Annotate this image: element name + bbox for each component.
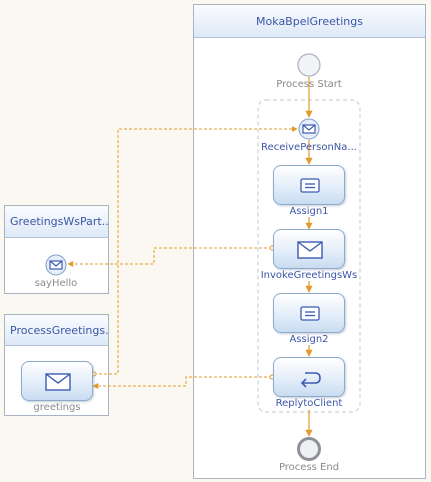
activity-label: InvokeGreetingsWs xyxy=(260,270,358,281)
activity-label: ReplytoClient xyxy=(275,398,343,409)
assign-icon xyxy=(300,306,320,321)
process-end-label: Process End xyxy=(278,462,340,473)
assign-icon xyxy=(300,178,320,193)
activity-label: ReceivePersonNa... xyxy=(261,142,357,153)
envelope-icon xyxy=(45,373,71,391)
envelope-icon xyxy=(297,241,323,259)
receive-person-name[interactable] xyxy=(298,118,320,140)
operation-greetings[interactable] xyxy=(21,361,93,401)
operation-label: sayHello xyxy=(34,278,78,289)
activity-label: Assign2 xyxy=(289,334,329,345)
operation-label: greetings xyxy=(33,402,81,413)
activity-assign2[interactable] xyxy=(273,293,345,333)
partner-link-title: GreetingsWsPart... xyxy=(5,206,108,238)
envelope-icon xyxy=(45,254,67,276)
activity-reply-to-client[interactable] xyxy=(273,357,345,397)
partner-link-title: ProcessGreetings... xyxy=(5,315,108,346)
process-start-label: Process Start xyxy=(276,79,342,90)
process-title-text: MokaBpelGreetings xyxy=(256,15,363,28)
activity-invoke-greetings-ws[interactable] xyxy=(273,229,345,269)
activity-label: Assign1 xyxy=(289,206,329,217)
reply-arrow-icon xyxy=(300,372,321,388)
process-title: MokaBpelGreetings xyxy=(194,5,425,38)
operation-say-hello[interactable] xyxy=(45,254,67,276)
envelope-icon xyxy=(298,118,320,140)
activity-assign1[interactable] xyxy=(273,165,345,205)
